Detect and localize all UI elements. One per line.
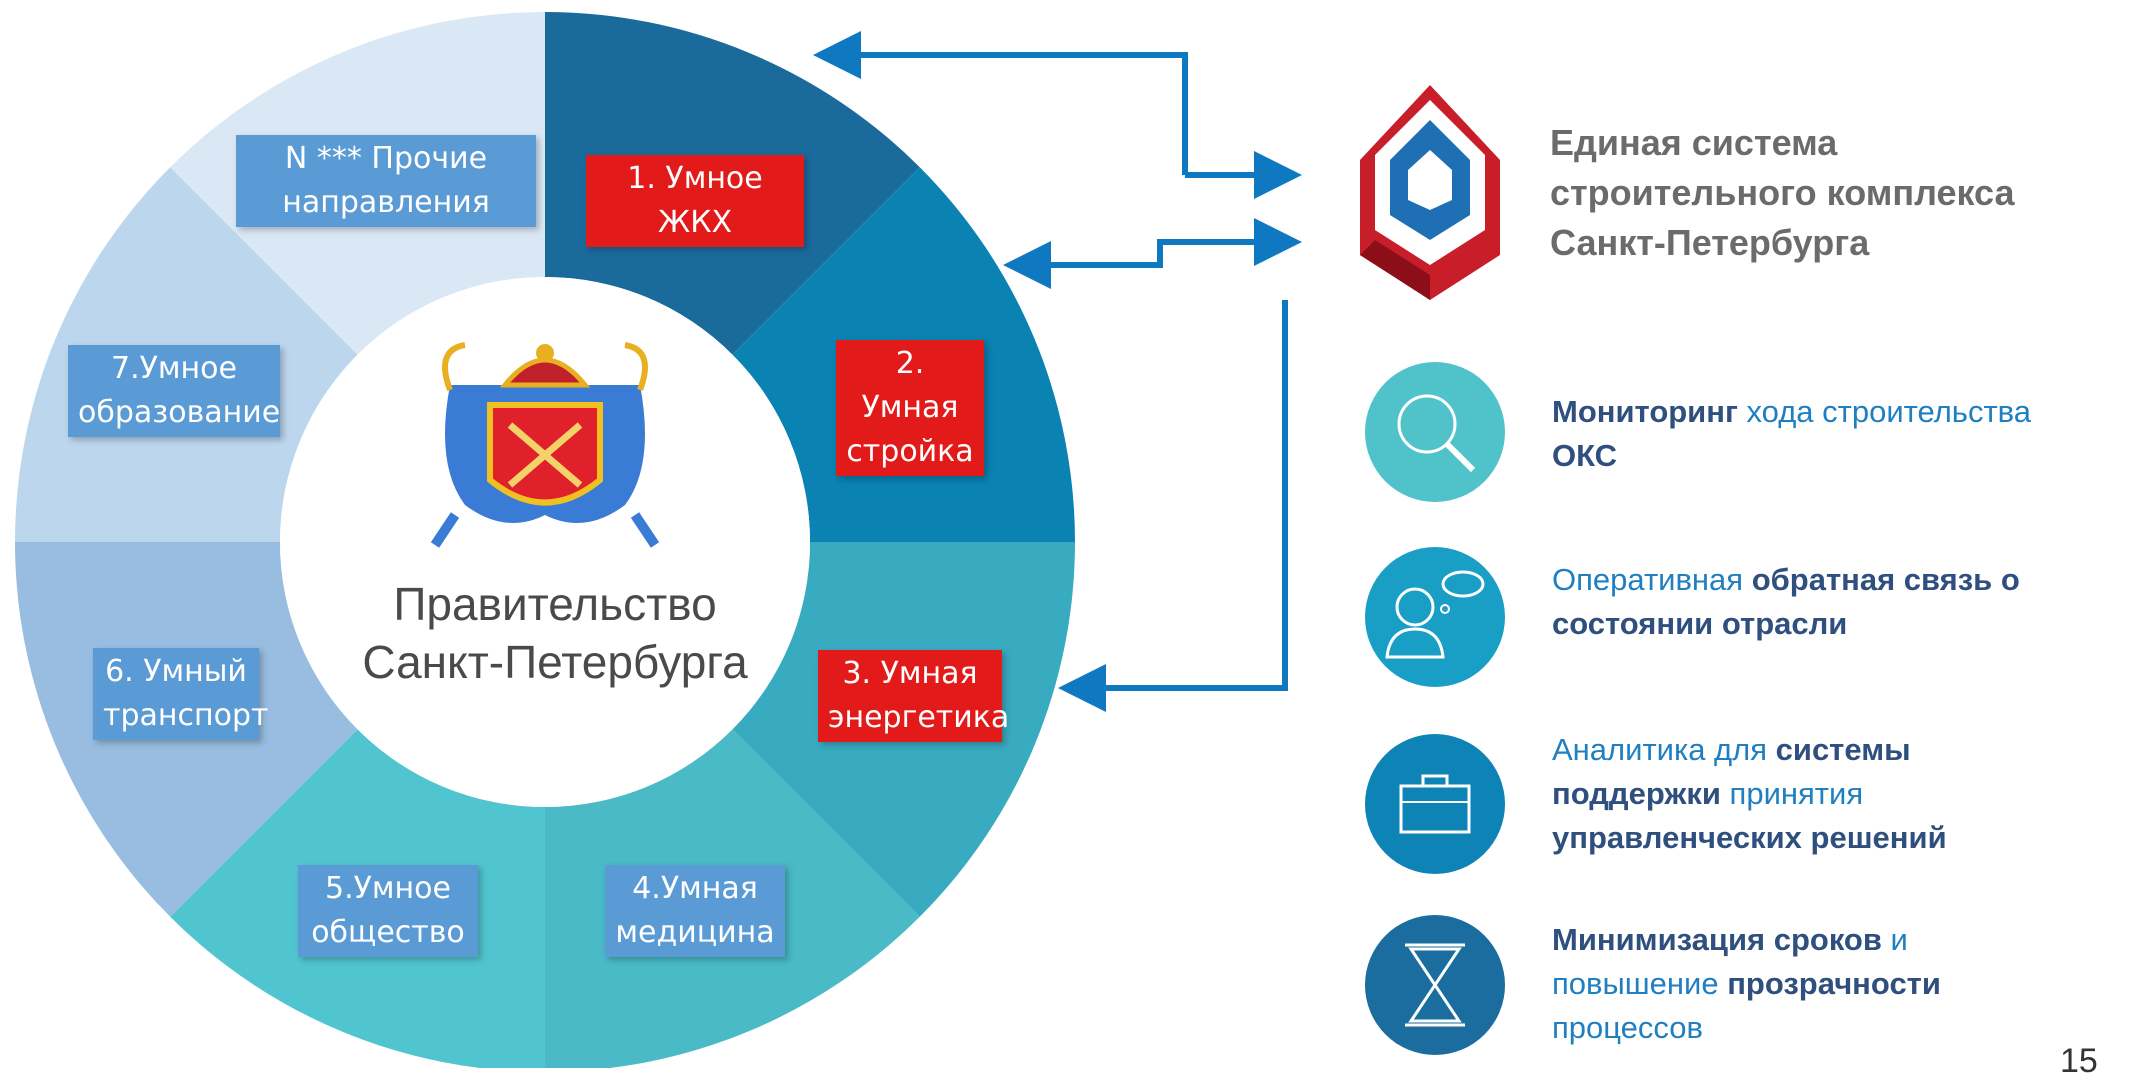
center-circle <box>280 277 810 807</box>
center-title: Правительство Санкт-Петербурга <box>362 578 748 688</box>
system-title: Единая система строительного комплекса С… <box>1550 122 2015 263</box>
feature-monitoring: Мониторинг хода строительства ОКС <box>1552 394 2032 473</box>
feature-feedback: Оперативная обратная связь о состоянии о… <box>1552 562 2020 641</box>
arrow-to-stroyka <box>1003 239 1285 289</box>
connector-arrows <box>813 31 1302 712</box>
feature-minimization: Минимизация сроков и повышение прозрачно… <box>1552 922 1941 1045</box>
arrow-to-energetika <box>1058 300 1288 712</box>
person-thought-icon <box>1365 547 1505 687</box>
briefcase-icon <box>1365 734 1505 874</box>
coat-of-arms-icon <box>430 342 660 548</box>
page-number: 15 <box>2060 1042 2098 1080</box>
magnifier-icon <box>1365 362 1505 502</box>
arrow-to-zhkh <box>813 31 1188 175</box>
feature-analytics: Аналитика для системы поддержки принятия… <box>1552 732 1947 855</box>
hourglass-icon <box>1365 915 1505 1055</box>
construction-system-logo <box>1360 85 1500 300</box>
segment-label-1: 1. Умное ЖКХ <box>586 155 804 247</box>
